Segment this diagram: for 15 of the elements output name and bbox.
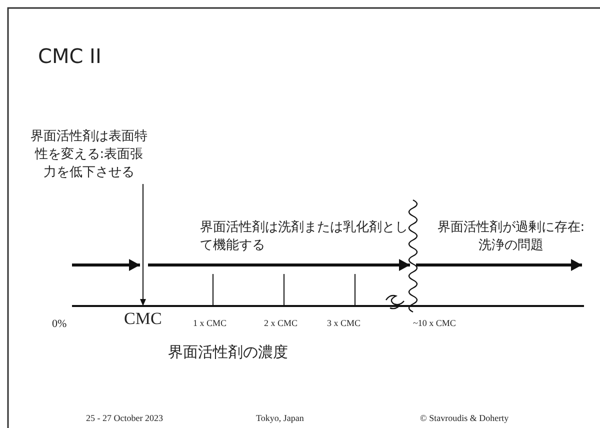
annotation-text: 界面活性剤は表面特性を変える:表面張力を低下させる xyxy=(30,128,148,182)
phase-text: 界面活性剤が過剰に存在:洗浄の問題 xyxy=(436,219,586,255)
arrow xyxy=(140,184,146,306)
footer-text: © Stavroudis & Doherty xyxy=(420,412,509,425)
tick-label: 1 x CMC xyxy=(193,317,227,330)
tick-label: 2 x CMC xyxy=(264,317,298,330)
footer-text: 25 - 27 October 2023 xyxy=(86,412,163,425)
tick-label: 3 x CMC xyxy=(327,317,361,330)
axis-label: 0% xyxy=(52,317,67,332)
slide-title: CMC II xyxy=(38,44,102,68)
axis-title: 界面活性剤の濃度 xyxy=(168,343,288,361)
axis-label: CMC xyxy=(124,309,168,329)
phase-text: 界面活性剤は洗剤または乳化剤として機能する xyxy=(200,219,409,255)
tick-label: ~10 x CMC xyxy=(413,317,456,330)
footer-text: Tokyo, Japan xyxy=(256,412,304,425)
